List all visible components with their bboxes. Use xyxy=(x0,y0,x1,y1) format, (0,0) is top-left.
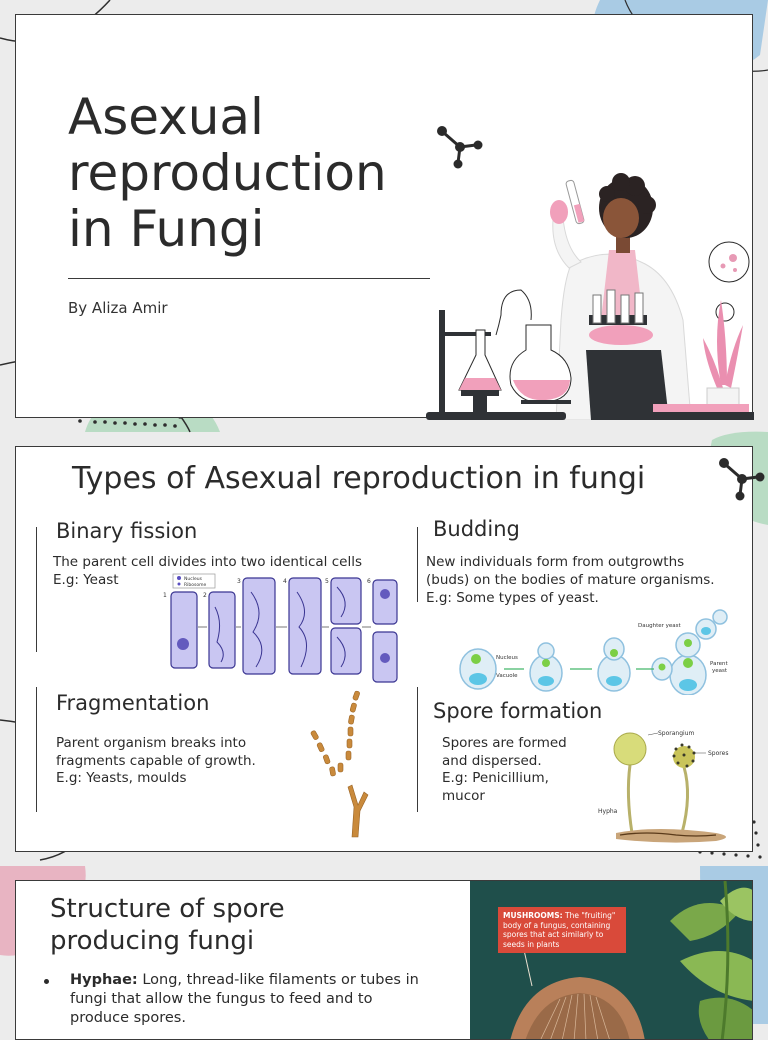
mushroom-illustration: MUSHROOMS: The "fruiting" body of a fung… xyxy=(470,881,753,1040)
fragmentation-text-3: E.g: Yeasts, moulds xyxy=(56,769,187,787)
step-1: 1 xyxy=(163,592,167,599)
slide2-title: Types of Asexual reproduction in fungi xyxy=(72,461,645,496)
types-slide: Types of Asexual reproduction in fungi B… xyxy=(15,446,753,852)
legend-nucleus: Nucleus xyxy=(184,576,203,582)
mushroom-caption: MUSHROOMS: The "fruiting" body of a fung… xyxy=(498,907,626,953)
binary-fission-text-1: The parent cell divides into two identic… xyxy=(53,553,362,571)
molecule-icon-2 xyxy=(716,455,766,501)
bullet-hyphae: Hyphae: Long, thread-like filaments or t… xyxy=(16,971,434,1028)
budding-text-2: (buds) on the bodies of mature organisms… xyxy=(426,571,715,589)
spore-text-4: mucor xyxy=(442,787,485,805)
spore-diagram: Sporangium Spores Hypha xyxy=(596,725,746,845)
step-5: 5 xyxy=(325,578,329,585)
title-slide: Asexual reproduction in Fungi By Aliza A… xyxy=(15,14,753,418)
slide3-title: Structure of spore producing fungi xyxy=(50,893,380,957)
mushroom-art xyxy=(470,881,753,1040)
step-6: 6 xyxy=(367,578,371,585)
step-4: 4 xyxy=(283,578,287,585)
label-nucleus: Nucleus xyxy=(496,655,518,661)
label-hypha: Hypha xyxy=(598,808,618,815)
spore-text-1: Spores are formed xyxy=(442,734,567,752)
binary-vline xyxy=(36,527,37,652)
spore-text-3: E.g: Penicillium, xyxy=(442,769,549,787)
step-3: 3 xyxy=(237,578,241,585)
title-divider xyxy=(68,278,430,279)
legend-ribosome: Ribosome xyxy=(184,582,206,588)
frag-vline xyxy=(36,687,37,812)
binary-fission-heading: Binary fission xyxy=(56,519,197,543)
binary-fission-text-2: E.g: Yeast xyxy=(53,571,119,589)
budding-vline xyxy=(417,527,418,602)
step-2: 2 xyxy=(203,592,207,599)
slide-title: Asexual reproduction in Fungi xyxy=(68,89,448,257)
scientist-illustration xyxy=(421,150,754,420)
author-name: By Aliza Amir xyxy=(68,299,168,317)
spore-vline xyxy=(417,687,418,812)
label-yeast: yeast xyxy=(712,668,728,674)
mushroom-caption-term: MUSHROOMS: xyxy=(503,911,563,920)
budding-diagram: Daughter yeast Nucleus Vacuole Parent ye… xyxy=(456,607,746,695)
structure-slide: Structure of spore producing fungi Hypha… xyxy=(15,880,753,1040)
spore-formation-heading: Spore formation xyxy=(433,699,602,723)
label-parent: Parent xyxy=(710,661,728,667)
spore-text-2: and dispersed. xyxy=(442,752,542,770)
fragmentation-text-1: Parent organism breaks into xyxy=(56,734,246,752)
fragmentation-text-2: fragments capable of growth. xyxy=(56,752,256,770)
label-spores: Spores xyxy=(708,750,728,757)
budding-text-1: New individuals form from outgrowths xyxy=(426,553,684,571)
label-sporangium: Sporangium xyxy=(658,730,695,737)
budding-text-3: E.g: Some types of yeast. xyxy=(426,589,599,607)
binary-fission-diagram: Nucleus Ribosome 1 2 3 4 5 6 xyxy=(161,572,401,687)
budding-heading: Budding xyxy=(433,517,520,541)
label-daughter-yeast: Daughter yeast xyxy=(638,623,681,629)
bullet-dot xyxy=(44,979,49,984)
bullet-term: Hyphae: xyxy=(70,972,138,988)
fragmentation-diagram xyxy=(304,687,374,842)
label-vacuole: Vacuole xyxy=(496,673,518,679)
fragmentation-heading: Fragmentation xyxy=(56,691,209,715)
